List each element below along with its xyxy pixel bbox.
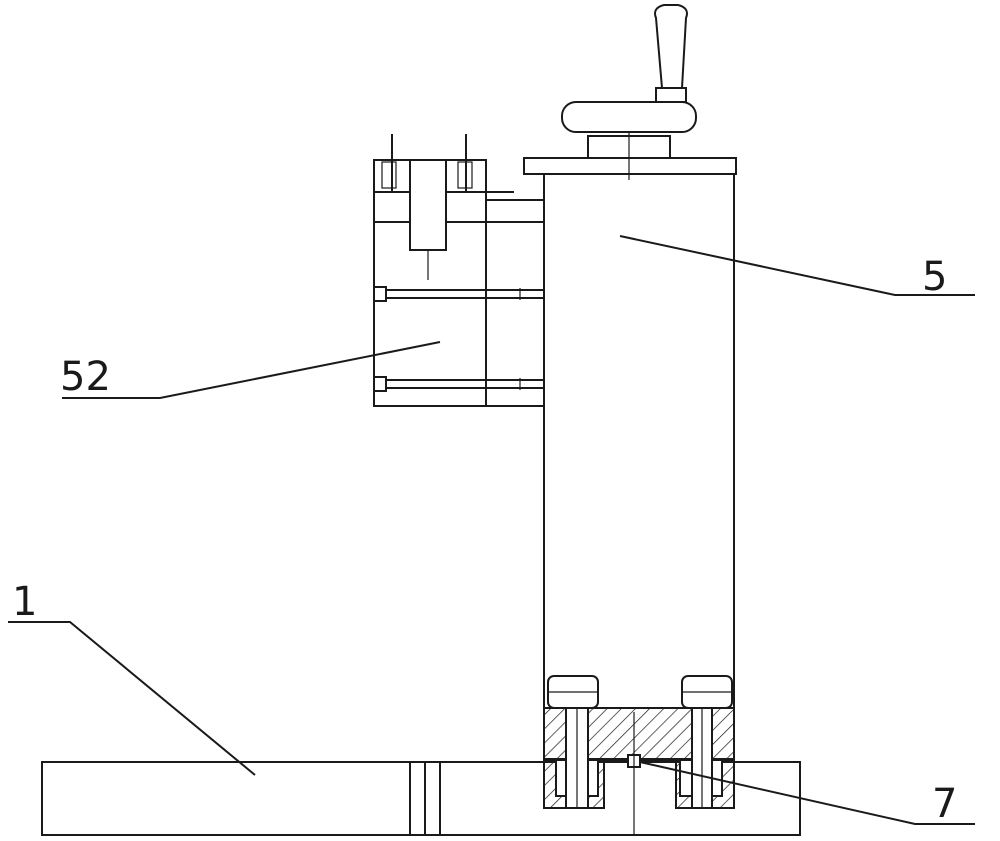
label-block: 52 — [60, 354, 111, 400]
label-column: 5 — [922, 254, 947, 300]
clamp-block — [374, 134, 544, 406]
label-pin: 7 — [932, 781, 957, 827]
column-body — [524, 5, 736, 759]
label-base: 1 — [12, 579, 37, 625]
